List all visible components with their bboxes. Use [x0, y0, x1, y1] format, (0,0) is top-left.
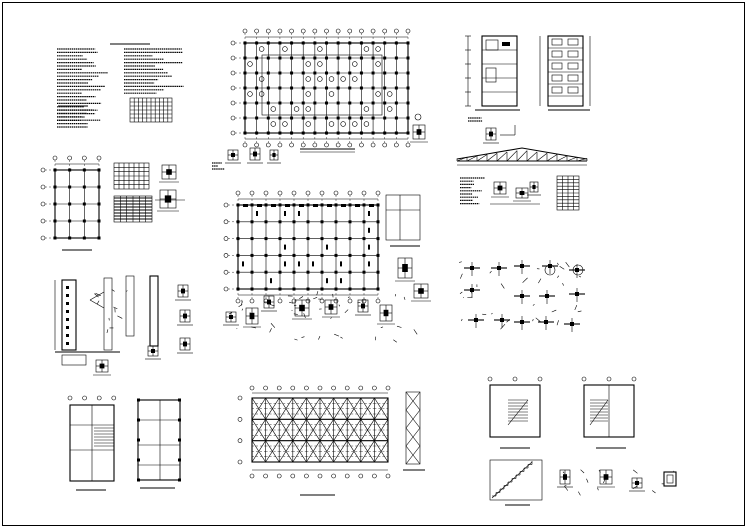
- small-plan-left: [40, 155, 102, 251]
- elevations-top-right: [465, 35, 591, 144]
- stair-details-right: [487, 376, 677, 506]
- detail-tables-left: [113, 162, 225, 223]
- stair-plans-left: [67, 395, 181, 491]
- plan-top-center: [225, 28, 428, 164]
- roof-bracing-plan: [237, 385, 425, 496]
- general-notes: [57, 43, 184, 128]
- section-left: [54, 275, 193, 376]
- plan-center: [223, 190, 431, 343]
- connection-details-right: [459, 260, 585, 332]
- truss-right: [456, 147, 588, 211]
